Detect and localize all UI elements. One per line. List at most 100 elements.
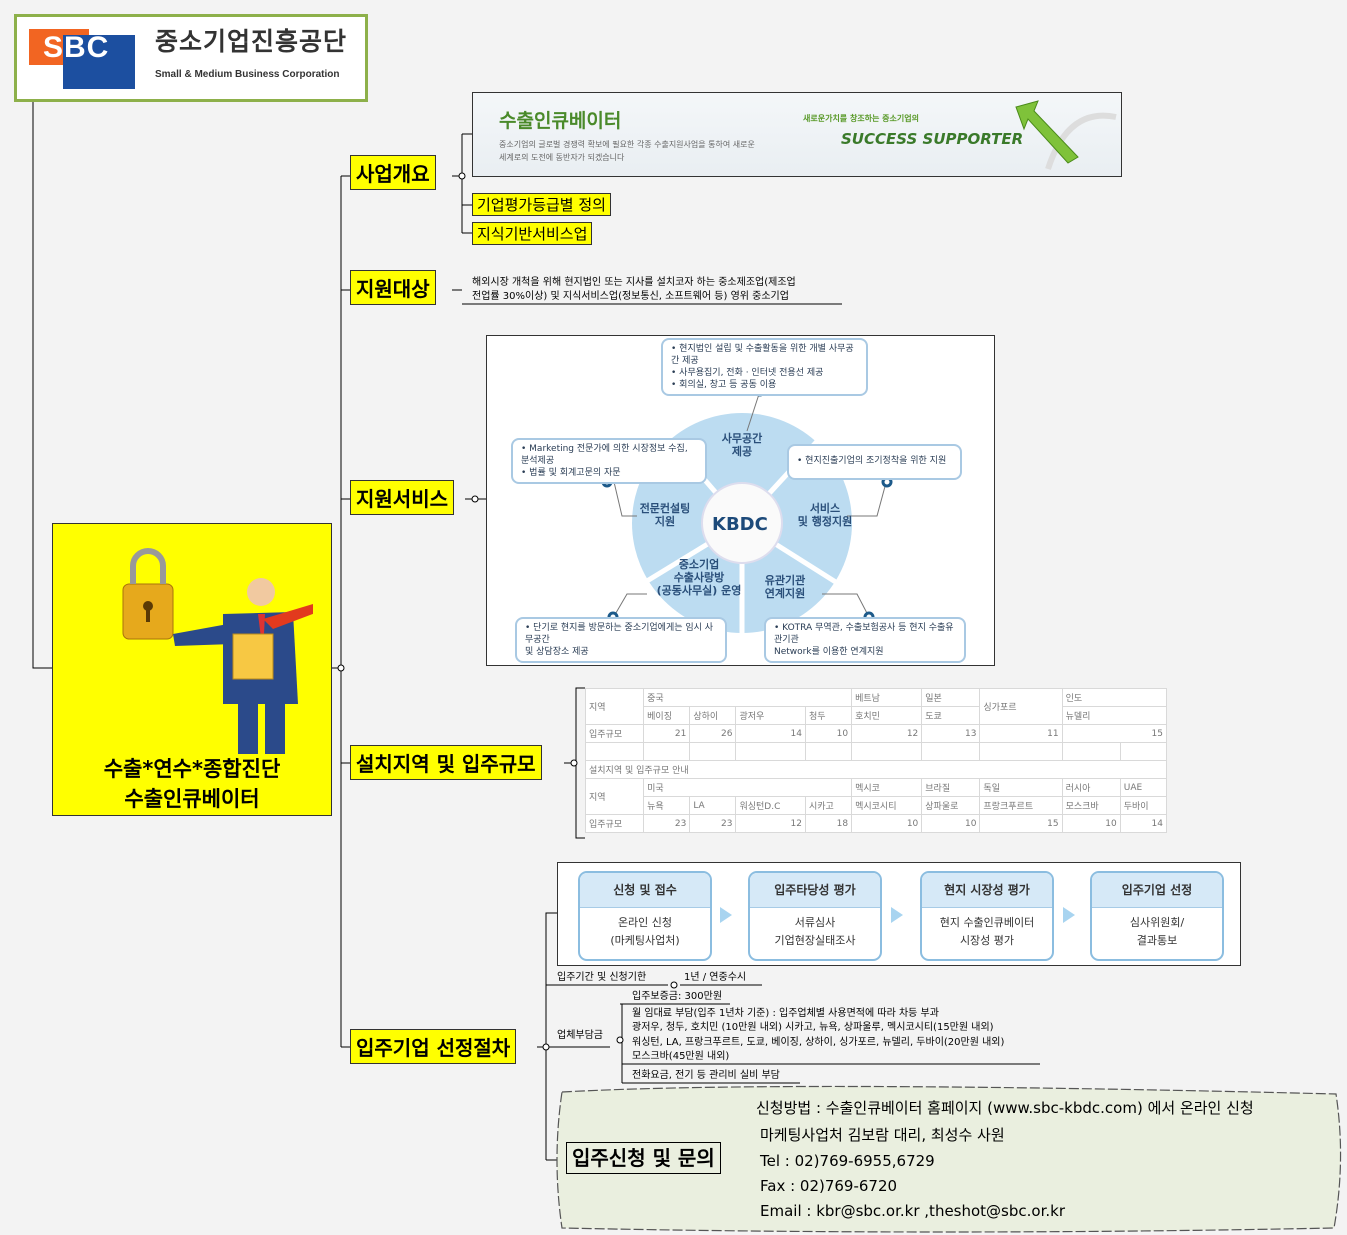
cell-city: 상파울로 (921, 796, 981, 815)
banner-slogan-en: SUCCESS SUPPORTER (841, 130, 1024, 148)
callout-line: Network를 이용한 연계지원 (774, 647, 884, 657)
inquiry-node[interactable]: 입주신청 및 문의 (566, 1142, 721, 1174)
kbdc-service-diagram: KBDC 사무공간 제공 서비스 및 행정지원 유관기관 연계지원 중소기업 수… (486, 335, 995, 666)
logo-abbr: SBC (43, 31, 110, 64)
cell-size: 15 (1061, 724, 1168, 743)
table-caption: 설치지역 및 입주규모 안내 (585, 760, 1167, 779)
cell-city: 뉴델리 (1061, 706, 1168, 725)
cell-country: 브라질 (921, 778, 981, 797)
cost-rent-line3: 워싱턴, LA, 프랑크푸르트, 도쿄, 베이징, 상하이, 싱가포르, 뉴델리… (632, 1037, 1005, 1048)
callout-line: • 현지법인 설립 및 수출활동을 위한 개별 사무공간 제공 (671, 344, 854, 366)
step-line: 결과통보 (1136, 934, 1178, 947)
cell-size: 11 (979, 724, 1063, 743)
callout-admin: • 현지진출기업의 조기정착을 위한 지원 (787, 444, 962, 480)
cell-city: 모스크바 (1061, 796, 1121, 815)
period-value: 1년 / 연중수시 (684, 972, 747, 983)
cost-deposit: 입주보증금: 300만원 (632, 991, 723, 1002)
cost-utility: 전화요금, 전기 등 관리비 실비 부담 (632, 1070, 780, 1081)
branch-target[interactable]: 지원대상 (350, 270, 436, 305)
cell-size: 10 (921, 814, 981, 833)
logo-blue-block (63, 35, 135, 89)
table-row: 입주규모 21 26 14 10 12 13 11 15 (584, 724, 1168, 743)
target-text-line2: 전업률 30%이상) 및 지식서비스업(정보통신, 소프트웨어 등) 영위 중소… (472, 291, 789, 302)
sector-admin: 서비스 및 행정지원 (797, 502, 853, 528)
banner-desc2: 세계로의 도전에 동반자가 되겠습니다 (499, 153, 625, 162)
central-title-line1: 수출*연수*종합진단 (103, 757, 281, 781)
cell-country: 싱가포르 (979, 688, 1063, 725)
cell-size: 26 (689, 724, 737, 743)
cell-country: 베트남 (851, 688, 923, 707)
cell-country: 중국 (643, 688, 853, 707)
cell-city: LA (689, 796, 737, 815)
cell-size: 23 (643, 814, 691, 833)
cell-city: 호치민 (851, 706, 923, 725)
cell-size: 18 (804, 814, 853, 833)
cell-size: 10 (851, 814, 923, 833)
region-table: 지역 중국 베트남 일본 싱가포르 인도 베이징 상하이 광저우 청두 호치민 … (584, 688, 1168, 833)
sector-office: 사무공간 제공 (721, 432, 763, 458)
step-line: 심사위원회/ (1129, 916, 1185, 929)
banner-slogan: 새로운가치를 창조하는 중소기업의 (803, 114, 919, 123)
branch-selection[interactable]: 입주기업 선정절차 (350, 1029, 517, 1064)
cell-country: 멕시코 (851, 778, 923, 797)
step-line: 서류심사 (794, 916, 836, 929)
step-line: (마케팅사업처) (610, 934, 680, 947)
table-row: 베이징 상하이 광저우 청두 호치민 도쿄 뉴델리 (586, 706, 1168, 725)
target-text-line1: 해외시장 개척을 위해 현지법인 또는 지사를 설치코자 하는 중소제조업(제조… (472, 277, 796, 288)
cell-country: 러시아 (1061, 778, 1121, 797)
inquiry-email[interactable]: Email : kbr@sbc.or.kr ,theshot@sbc.or.kr (760, 1202, 1065, 1220)
cost-rent-line4: 모스크바(45만원 내외) (632, 1051, 730, 1062)
cell-size: 13 (921, 724, 981, 743)
central-topic[interactable]: 수출*연수*종합진단 수출인큐베이터 (52, 523, 332, 816)
cell-city: 도쿄 (921, 706, 981, 725)
step-line: 기업현장실태조사 (774, 934, 856, 947)
callout-shared-office: • 단기로 현지를 방문하는 중소기업에게는 임시 사무공간 및 상담장소 제공 (515, 617, 727, 663)
callout-network: • KOTRA 무역관, 수출보험공사 등 현지 수출유관기관 Network를… (764, 617, 966, 663)
banner-desc1: 중소기업의 글로벌 경쟁력 확보에 필요한 각종 수출지원사업을 통하여 새로운 (499, 140, 755, 149)
step-line: 현지 수출인큐베이터 (939, 916, 1035, 929)
callout-line: • 사무용집기, 전화 · 인터넷 전용선 제공 (671, 368, 824, 378)
step-line: 온라인 신청 (617, 916, 673, 929)
callout-line: 및 상담장소 제공 (525, 647, 589, 657)
child-grade-definition[interactable]: 기업평가등급별 정의 (472, 193, 611, 216)
inquiry-fax: Fax : 02)769-6720 (760, 1177, 898, 1195)
cell-city: 상하이 (689, 706, 737, 725)
step-title: 신청 및 접수 (580, 873, 710, 908)
step-title: 입주타당성 평가 (750, 873, 880, 908)
cell-city: 시카고 (804, 796, 853, 815)
cell-country: 미국 (643, 778, 853, 797)
branch-overview[interactable]: 사업개요 (350, 155, 436, 190)
callout-line: • KOTRA 무역관, 수출보험공사 등 현지 수출유관기관 (774, 623, 954, 645)
step-line: 시장성 평가 (959, 934, 1015, 947)
arrow-right-icon (720, 907, 732, 923)
table-row: 입주규모 23 23 12 18 10 10 15 10 14 (584, 814, 1168, 833)
cell-region-label: 지역 (584, 778, 645, 815)
cost-label: 업체부담금 (557, 1030, 603, 1041)
callout-line: • 법률 및 회계고문의 자문 (521, 468, 621, 478)
table-row: 뉴욕 LA 워싱턴D.C 시카고 멕시코시티 상파울로 프랑크푸르트 모스크바 … (586, 796, 1168, 815)
callout-line: • Marketing 전문가에 의한 시장정보 수집, 분석제공 (521, 444, 688, 466)
logo-name-en: Small & Medium Business Corporation (155, 69, 340, 80)
sector-consulting: 전문컨설팅 지원 (639, 502, 691, 528)
cell-size: 14 (1119, 814, 1168, 833)
child-knowledge-service[interactable]: 지식기반서비스업 (472, 222, 593, 245)
cell-city: 베이징 (643, 706, 691, 725)
businessman-with-lock-illustration (122, 548, 313, 754)
branch-regions[interactable]: 설치지역 및 입주규모 (350, 745, 542, 780)
banner-title: 수출인큐베이터 (499, 110, 622, 132)
cell-size: 14 (735, 724, 806, 743)
cloud-shape (556, 1085, 1342, 1233)
table-row: 지역 중국 베트남 일본 싱가포르 인도 (584, 688, 1168, 725)
cell-city: 두바이 (1119, 796, 1168, 815)
kbdc-center-label: KBDC (712, 514, 768, 535)
inquiry-method: 신청방법 : 수출인큐베이터 홈페이지 (www.sbc-kbdc.com) 에… (756, 1099, 1254, 1117)
branch-services[interactable]: 지원서비스 (350, 480, 454, 515)
step-title: 입주기업 선정 (1092, 873, 1222, 908)
sector-network: 유관기관 연계지원 (764, 574, 806, 600)
incubator-banner: 수출인큐베이터 중소기업의 글로벌 경쟁력 확보에 필요한 각종 수출지원사업을… (472, 92, 1122, 177)
cell-region-label: 지역 (584, 688, 645, 725)
